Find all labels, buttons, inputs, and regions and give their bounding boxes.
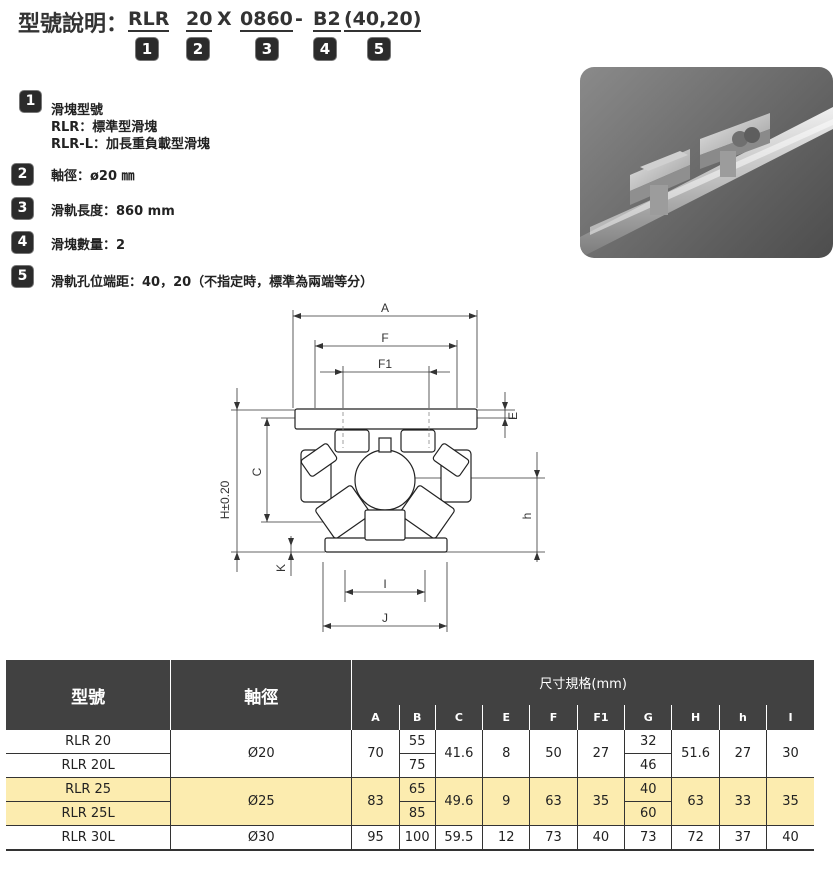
table-row: RLR 30L Ø30 95 100 59.5 12 73 40 73 72 3… (6, 825, 814, 851)
cell-model: RLR 25 (6, 777, 171, 802)
header-dim-b: B (398, 705, 436, 730)
dim-label-a: A (381, 301, 389, 315)
legend-1-line-3: RLR-L：加長重負載型滑塊 (51, 137, 210, 152)
legend-badge-3: 3 (12, 198, 33, 219)
model-part-separator-dash: - (295, 8, 303, 30)
cell-e: 9 (482, 777, 530, 826)
dim-label-e: E (506, 412, 520, 420)
cell-h: 72 (671, 825, 720, 851)
cell-b: 65 (398, 777, 436, 802)
legend-2-line-1: 軸徑：ø20 ㎜ (51, 169, 135, 184)
cell-g: 32 (624, 730, 672, 754)
cell-b: 85 (398, 801, 436, 826)
dim-label-c: C (250, 467, 264, 476)
model-part-separator-x: X (217, 8, 232, 30)
cell-f: 50 (529, 730, 578, 778)
cell-b: 75 (398, 753, 436, 778)
product-photo-illustration (580, 107, 833, 258)
cell-e: 12 (482, 825, 530, 851)
header-dim-h: H (671, 705, 720, 730)
table-row: RLR 20L 75 46 (6, 753, 814, 778)
header-dim-c: C (434, 705, 483, 730)
cell-e: 8 (482, 730, 530, 778)
cell-c: 49.6 (434, 777, 483, 826)
cell-c: 59.5 (434, 825, 483, 851)
legend-1-line-1: 滑塊型號 (51, 103, 104, 118)
cell-model: RLR 20 (6, 730, 171, 754)
cell-g: 60 (624, 801, 672, 826)
product-photo (580, 67, 833, 258)
header-dim-f: F (529, 705, 578, 730)
technical-drawing: A F F1 H±0.20 C K E h I J (218, 301, 545, 632)
part-badge-4: 4 (314, 38, 336, 60)
header-dim-f1: F1 (576, 705, 625, 730)
cell-a: 83 (351, 777, 400, 826)
header-dim-h-lower: h (718, 705, 767, 730)
cell-a: 95 (351, 825, 400, 851)
legend-badge-1: 1 (20, 91, 41, 112)
legend-badge-2: 2 (12, 164, 33, 185)
model-part-shaft: 20 (186, 8, 213, 32)
legend-badge-4: 4 (12, 232, 33, 253)
legend-4-line-1: 滑塊數量：2 (51, 238, 126, 253)
cell-i: 35 (766, 777, 814, 826)
cell-b: 100 (398, 825, 436, 851)
model-part-end-distance: (40,20) (344, 8, 422, 32)
cell-h-lower: 33 (718, 777, 767, 826)
cell-g: 40 (624, 777, 672, 802)
dim-label-j: J (382, 611, 388, 625)
cell-g: 46 (624, 753, 672, 778)
table-row: RLR 25 Ø25 83 65 49.6 9 63 35 40 63 33 3… (6, 777, 814, 826)
cell-model: RLR 30L (6, 825, 171, 851)
cell-model: RLR 20L (6, 753, 171, 778)
cell-b: 55 (398, 730, 436, 754)
dim-label-f: F (381, 331, 388, 345)
cell-a: 70 (351, 730, 400, 778)
cell-h-lower: 27 (718, 730, 767, 778)
cell-f: 63 (529, 777, 578, 826)
header-dim-i: I (766, 705, 814, 730)
cell-model: RLR 25L (6, 801, 171, 826)
cell-f1: 27 (576, 730, 625, 778)
header-dim-a: A (351, 705, 400, 730)
part-badge-1: 1 (136, 38, 158, 60)
part-badge-3: 3 (256, 38, 278, 60)
dim-label-f1: F1 (378, 357, 392, 371)
cell-i: 30 (766, 730, 814, 778)
header-shaft: 軸徑 (170, 660, 353, 730)
header-dimensions: 尺寸規格(mm) (351, 660, 814, 705)
model-part-quantity: B2 (313, 8, 341, 32)
model-part-rlr: RLR (128, 8, 170, 32)
cell-h-lower: 37 (718, 825, 767, 851)
cell-i: 40 (766, 825, 814, 851)
cell-f1: 40 (576, 825, 625, 851)
model-explanation-title: 型號說明： (18, 12, 129, 37)
cell-shaft: Ø30 (170, 825, 352, 851)
legend-1-line-2: RLR：標準型滑塊 (51, 120, 158, 135)
cell-f1: 35 (576, 777, 625, 826)
legend-badge-5: 5 (12, 266, 33, 287)
part-badge-2: 2 (187, 38, 209, 60)
spec-table: 型號 軸徑 尺寸規格(mm) A B C E F F1 G H h I RLR … (6, 660, 814, 851)
legend-3-line-1: 滑軌長度：860 mm (51, 204, 175, 219)
cell-h: 51.6 (671, 730, 720, 778)
part-badge-5: 5 (368, 38, 390, 60)
legend-5-line-1: 滑軌孔位端距：40，20（不指定時，標準為兩端等分） (51, 275, 374, 290)
cell-f: 73 (529, 825, 578, 851)
cell-shaft: Ø20 (170, 730, 352, 778)
cell-shaft: Ø25 (170, 777, 352, 826)
model-part-length: 0860 (240, 8, 293, 32)
dim-label-h-total: H±0.20 (218, 480, 232, 519)
header-dim-e: E (482, 705, 530, 730)
header-model: 型號 (6, 660, 172, 730)
header-dim-g: G (624, 705, 672, 730)
dim-label-i: I (383, 577, 386, 591)
cell-g: 73 (624, 825, 672, 851)
dim-label-h-shaft: h (520, 513, 534, 520)
cell-c: 41.6 (434, 730, 483, 778)
table-row: RLR 20 Ø20 70 55 41.6 8 50 27 32 51.6 27… (6, 730, 814, 778)
dim-label-k: K (274, 564, 288, 572)
cell-h: 63 (671, 777, 720, 826)
